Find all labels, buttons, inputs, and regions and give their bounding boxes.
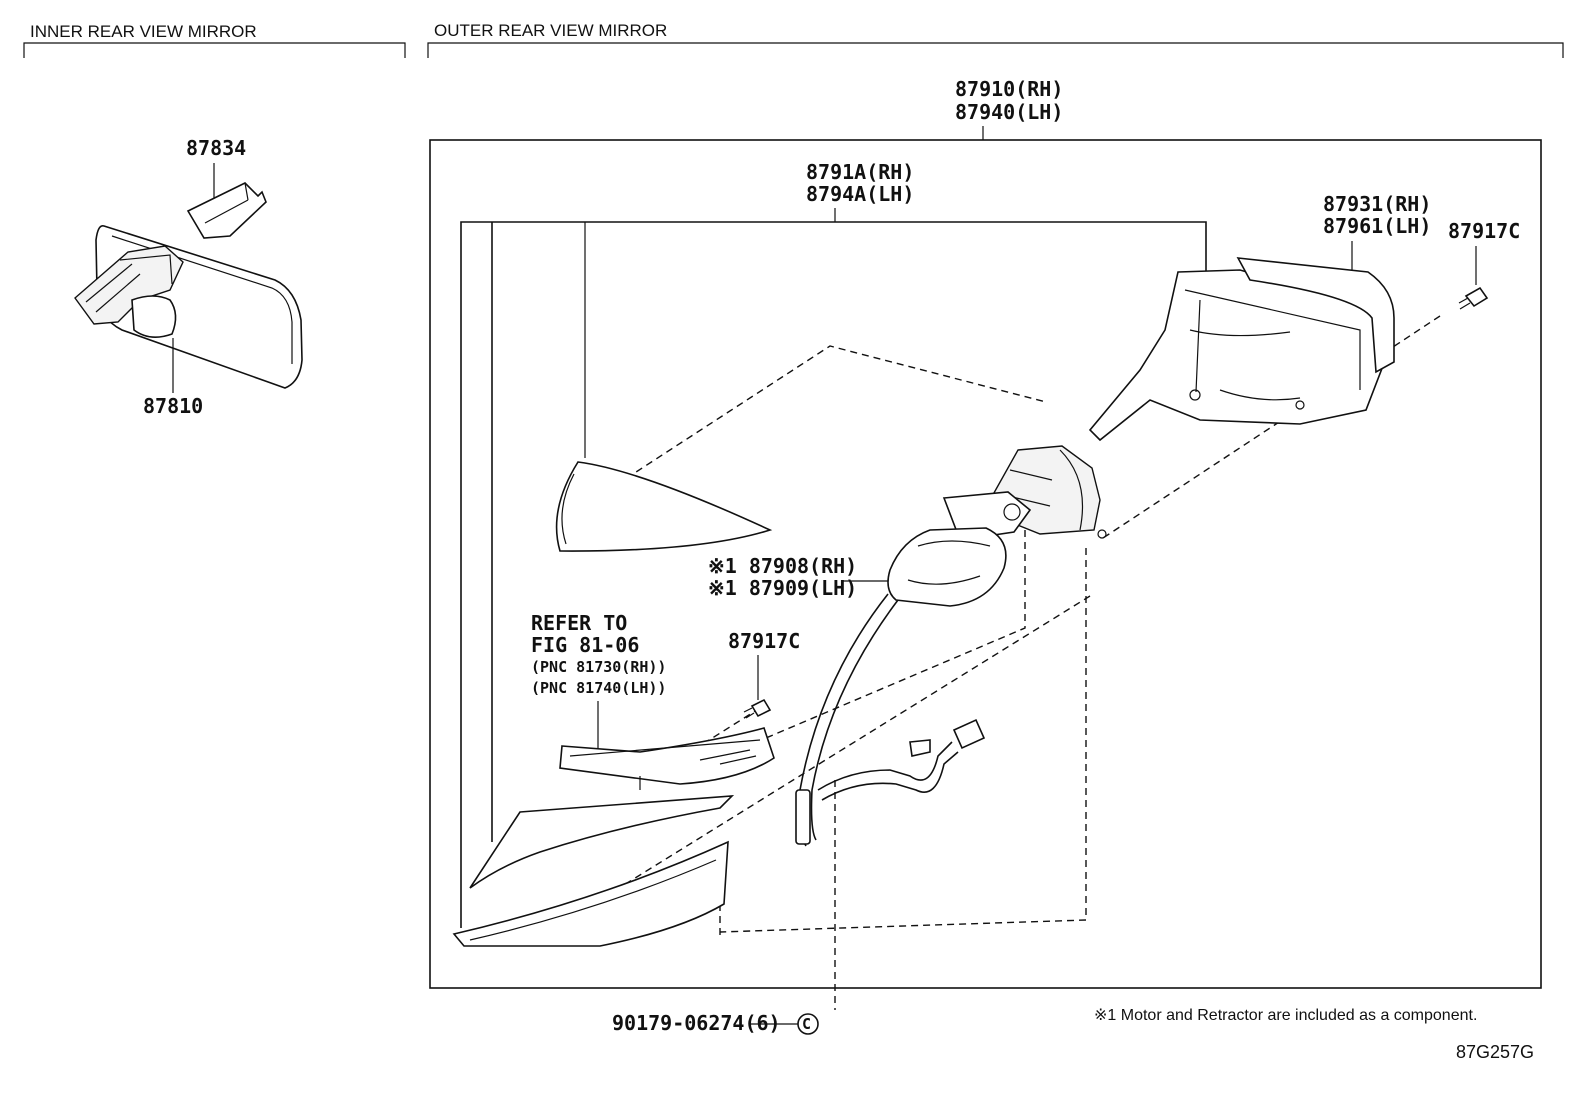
lower-cover-trim (469, 795, 735, 889)
section-bracket-inner (23, 42, 406, 58)
harness-clip (909, 739, 931, 757)
part-number-87961: 87961(LH) (1323, 214, 1431, 238)
figure-id: 87G257G (1456, 1042, 1534, 1062)
part-number-87908: ※1 87908(RH) (708, 554, 857, 578)
part-number-87940: 87940(LH) (955, 100, 1063, 124)
clip-90179 (797, 1013, 819, 1035)
ref-line-2: FIG 81-06 (531, 633, 639, 657)
part-number-87910: 87910(RH) (955, 77, 1063, 101)
mirror-glass (555, 461, 773, 552)
screw-87917C-top (1464, 286, 1489, 308)
wire-harness (817, 741, 953, 791)
mirror-mount-stalk (74, 245, 184, 325)
ref-line-4: (PNC 81740(LH)) (531, 679, 666, 697)
inner-mirror-group: 87834 87810 (74, 136, 303, 418)
sub-assembly-frame-8791A (460, 221, 1207, 928)
part-number-8794A: 8794A(LH) (806, 182, 914, 206)
mirror-bracket-87834 (186, 182, 267, 239)
part-number-87909: ※1 87909(LH) (708, 576, 857, 600)
mirror-cover-cap (1236, 257, 1395, 374)
section-title-outer: OUTER REAR VIEW MIRROR (434, 21, 667, 40)
turn-signal-lamp (559, 727, 775, 785)
section-title-inner: INNER REAR VIEW MIRROR (30, 22, 257, 41)
part-number-87810: 87810 (143, 394, 203, 418)
harness-connector (952, 718, 986, 750)
assembly-frame-87910 (429, 139, 1542, 989)
part-number-87917C-mid: 87917C (728, 629, 800, 653)
part-number-87834: 87834 (186, 136, 246, 160)
retractor-base-87908 (887, 527, 1007, 607)
part-number-87917C-top: 87917C (1448, 219, 1520, 243)
lower-cover (452, 840, 729, 947)
part-number-87931: 87931(RH) (1323, 192, 1431, 216)
part-number-90179: 90179-06274(6) (612, 1011, 781, 1035)
part-number-8791A: 8791A(RH) (806, 160, 914, 184)
screw-87917C-mid (750, 698, 772, 718)
section-bracket-outer (427, 42, 1564, 58)
mirror-mount-base (131, 295, 177, 338)
cable-connector (795, 789, 811, 845)
outer-mirror-group: 87910(RH) 87940(LH) 8791A(RH) 8794A(LH) … (429, 77, 1542, 1035)
ref-line-1: REFER TO (531, 611, 627, 635)
ref-line-3: (PNC 81730(RH)) (531, 658, 666, 676)
clip-symbol: C (802, 1015, 811, 1033)
footnote: ※1 Motor and Retractor are included as a… (1094, 1007, 1477, 1024)
